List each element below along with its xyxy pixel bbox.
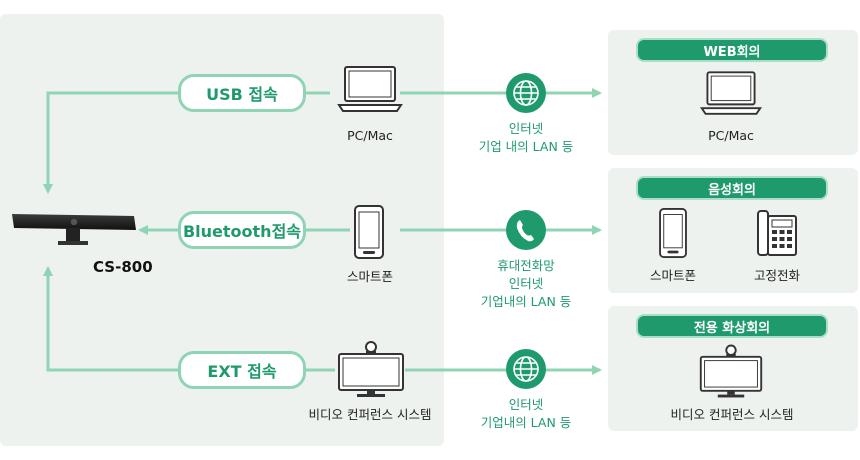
middle-network-line-1: 휴대전화망 [497,258,555,273]
web-conference-title: WEB회의 [636,38,828,62]
globe-icon [505,348,547,390]
video-system-icon [697,343,765,399]
bottom-network-line-1: 인터넷 [508,397,544,412]
top-network-line-2: 기업 내의 LAN 등 [478,139,574,154]
voice-smartphone-label: 스마트폰 [649,268,696,283]
smartphone-label: 스마트폰 [346,269,393,284]
video-conference-title: 전용 화상회의 [636,314,828,338]
video-system-icon [335,340,407,398]
middle-network-line-3: 기업내의 LAN 등 [480,294,572,309]
usb-connection-label: USB 접속 [178,74,306,112]
smartphone-icon [353,205,385,259]
bluetooth-connection-label: Bluetooth접속 [178,211,306,249]
device-name: CS-800 [93,258,153,276]
laptop-icon [698,70,764,118]
web-device-label: PC/Mac [708,128,754,143]
globe-icon [505,72,547,114]
top-network-line-1: 인터넷 [508,121,544,136]
pc-label: PC/Mac [347,128,393,143]
middle-network-line-2: 인터넷 [508,276,544,291]
ext-connection-label: EXT 접속 [178,351,306,389]
laptop-icon [335,65,405,115]
bottom-network-line-2: 기업내의 LAN 등 [480,415,572,430]
video-device-label: 비디오 컨퍼런스 시스템 [670,407,794,422]
desk-phone-icon [755,208,799,258]
top-network-labels: 인터넷 기업 내의 LAN 등 [468,120,584,156]
middle-network-labels: 휴대전화망 인터넷 기업내의 LAN 등 [468,257,584,311]
voice-conference-title: 음성회의 [636,176,828,200]
phone-icon [505,209,547,251]
voice-landline-label: 고정전화 [753,268,800,283]
video-system-label: 비디오 컨퍼런스 시스템 [308,407,432,422]
bottom-network-labels: 인터넷 기업내의 LAN 등 [468,396,584,432]
cs-800-device [8,206,140,250]
smartphone-icon [658,208,688,258]
